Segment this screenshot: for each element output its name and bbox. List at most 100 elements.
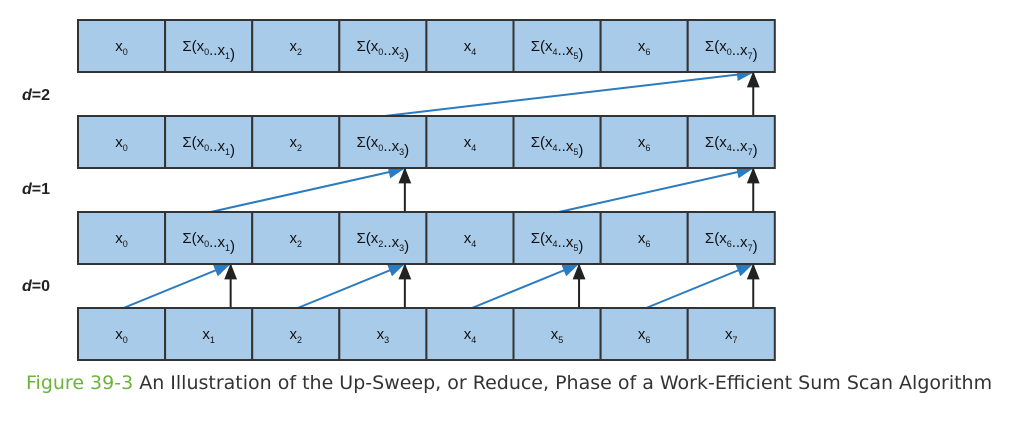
level-label: d=0 [22,278,50,295]
array-cell: x6 [599,307,689,361]
diagonal-arrow [210,165,405,213]
array-cell: Σ(x4..x5) [512,19,602,73]
cell-box [77,19,167,73]
cell-label: Σ(x0..x1) [182,134,235,159]
cell-label: x3 [377,326,390,345]
cell-label: x4 [464,230,477,249]
array-cell: x2 [251,307,341,361]
cell-label: x4 [464,134,477,153]
array-cell: x0 [77,19,167,73]
cell-label: x7 [725,326,738,345]
array-cell: x3 [338,307,428,361]
cell-label: x6 [638,134,651,153]
cell-box [599,115,689,169]
cell-label: x2 [289,134,302,153]
array-cell: x0 [77,115,167,169]
cell-box [425,307,515,361]
cell-label: x2 [289,230,302,249]
cell-box [251,115,341,169]
cell-label: Σ(x0..x7) [705,38,758,63]
array-cell: Σ(x4..x7) [686,115,776,169]
cell-label: Σ(x4..x5) [531,38,584,63]
array-cell: Σ(x4..x5) [512,115,602,169]
cell-box [686,19,776,73]
cell-label: x0 [115,38,128,57]
cell-label: Σ(x0..x3) [357,134,410,159]
array-cell: Σ(x2..x3) [338,211,428,265]
array-cell: x2 [251,115,341,169]
diagonal-arrow [645,264,753,309]
cell-label: Σ(x6..x7) [705,230,758,255]
cell-label: Σ(x4..x5) [531,230,584,255]
cell-label: x2 [289,326,302,345]
array-cell: x4 [425,19,515,73]
level-label: d=1 [22,181,50,198]
cell-box [512,211,602,265]
figure-number: Figure 39-3 [26,372,134,394]
array-cell: Σ(x0..x7) [686,19,776,73]
cell-label: x6 [638,38,651,57]
array-cell: x1 [164,307,254,361]
cell-box [77,211,167,265]
cell-label: x4 [464,326,477,345]
array-cell: x4 [425,115,515,169]
array-row: x0 Σ(x0..x1) x2 Σ(x2..x3) x4 Σ(x4..x5) x6 Σ(x6.… [77,211,776,265]
array-row: x0 Σ(x0..x1) x2 Σ(x0..x3) x4 Σ(x4..x5) x6 Σ(x4.… [77,115,776,169]
array-cell: Σ(x0..x1) [164,115,254,169]
cell-label: Σ(x0..x1) [182,230,235,255]
cell-box [338,307,428,361]
cell-box [77,307,167,361]
cell-box [251,211,341,265]
cell-label: Σ(x2..x3) [357,230,410,255]
array-cell: Σ(x4..x5) [512,211,602,265]
array-cell: x0 [77,211,167,265]
cell-box [686,115,776,169]
cell-label: x1 [202,326,215,345]
array-cell: x4 [425,211,515,265]
cell-box [512,115,602,169]
array-cell: Σ(x0..x1) [164,19,254,73]
diagonal-arrow [297,264,405,309]
level-labels: d=2 d=1 d=0 [22,87,50,295]
diagonal-arrow [384,68,753,117]
cell-box [425,115,515,169]
cell-label: x6 [638,230,651,249]
array-cell: x6 [599,19,689,73]
cell-label: Σ(x4..x7) [705,134,758,159]
array-cell: x2 [251,19,341,73]
array-cell: Σ(x0..x3) [338,19,428,73]
cell-box [251,19,341,73]
array-cell: x6 [599,115,689,169]
cell-box [77,115,167,169]
array-cell: x6 [599,211,689,265]
diagonal-arrow [558,165,753,213]
cell-box [338,19,428,73]
cell-label: Σ(x4..x5) [531,134,584,159]
array-row: x0 Σ(x0..x1) x2 Σ(x0..x3) x4 Σ(x4..x5) x6 Σ(x0.… [77,19,776,73]
cell-label: Σ(x0..x3) [357,38,410,63]
array-cell: x5 [512,307,602,361]
level-label: d=2 [22,87,50,104]
cell-label: x2 [289,38,302,57]
cell-label: x4 [464,38,477,57]
cell-label: x0 [115,230,128,249]
cell-label: x0 [115,134,128,153]
array-cell: Σ(x6..x7) [686,211,776,265]
array-row: x0 x1 x2 x3 x4 x5 x6 x7 [77,307,776,361]
cell-box [338,115,428,169]
cell-label: x6 [638,326,651,345]
array-cell: x0 [77,307,167,361]
array-cell: Σ(x0..x1) [164,211,254,265]
cell-box [599,19,689,73]
cell-box [164,19,254,73]
cell-box [686,211,776,265]
figure-caption: Figure 39-3 An Illustration of the Up-Sw… [26,366,1006,400]
diagonal-arrow [471,264,579,309]
array-cell: x7 [686,307,776,361]
diagonal-arrow [123,264,231,309]
array-cell: Σ(x0..x3) [338,115,428,169]
cell-label: x5 [551,326,564,345]
cell-label: x0 [115,326,128,345]
